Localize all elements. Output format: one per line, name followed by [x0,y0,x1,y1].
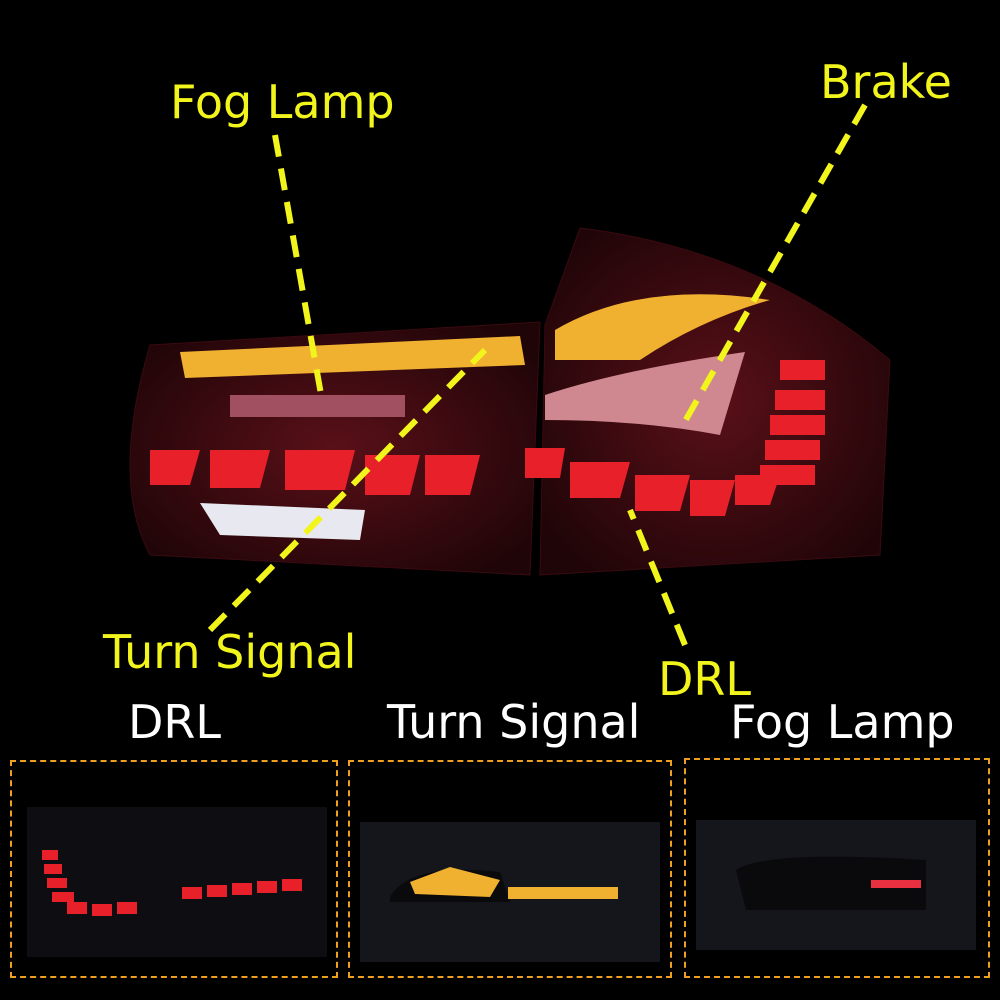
callout-fog-lamp: Fog Lamp [170,75,395,129]
callout-lines [207,103,868,647]
callout-turn-signal: Turn Signal [103,625,357,679]
brake-cluster [545,352,745,435]
reverse-lamp [200,503,365,540]
panel-label-turn-signal: Turn Signal [387,695,641,749]
inner-amber-bar [555,294,770,360]
fog-lamp-strip [230,395,405,417]
panel-label-drl: DRL [128,695,222,749]
drl-segments [150,360,825,516]
callout-brake: Brake [820,55,952,109]
panel-fog-lamp [684,758,990,978]
outer-amber-bar [180,336,525,378]
panel-label-fog-lamp: Fog Lamp [730,695,955,749]
panel-drl [10,760,338,978]
callout-drl: DRL [658,652,752,706]
panel-turn-signal [348,760,672,978]
